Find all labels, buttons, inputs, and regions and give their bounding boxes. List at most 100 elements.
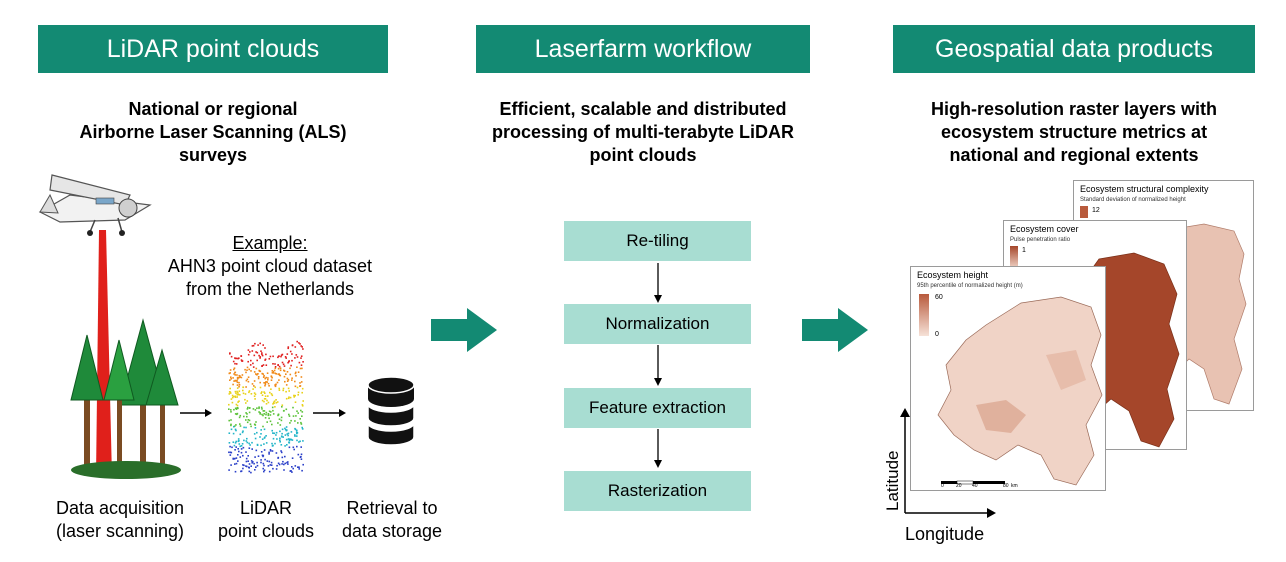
point-cloud-dot xyxy=(237,393,240,396)
point-cloud-dot xyxy=(247,406,249,409)
point-cloud-dot xyxy=(294,434,296,436)
point-cloud-dot xyxy=(239,423,241,425)
point-cloud-dot xyxy=(278,373,280,375)
database-icon xyxy=(367,376,415,446)
point-cloud-dot xyxy=(274,363,276,365)
map-netherlands-shape xyxy=(937,296,1103,486)
point-cloud-dot xyxy=(254,393,257,396)
header-label: Geospatial data products xyxy=(935,34,1213,63)
point-cloud-dot xyxy=(248,411,251,414)
point-cloud-dot xyxy=(297,422,299,424)
header-lidar-point-clouds: LiDAR point clouds xyxy=(38,25,388,73)
point-cloud-dot xyxy=(289,396,292,399)
point-cloud-dot xyxy=(296,445,298,448)
point-cloud-dot xyxy=(245,402,247,404)
point-cloud-dot xyxy=(242,467,244,470)
axis-label-latitude: Latitude xyxy=(883,450,902,512)
point-cloud-dot xyxy=(279,437,281,440)
point-cloud-dot xyxy=(237,460,239,462)
point-cloud-dot xyxy=(283,409,285,412)
point-cloud-dot xyxy=(273,402,275,404)
big-arrow-2-icon xyxy=(802,308,868,352)
point-cloud-dot xyxy=(259,381,261,384)
point-cloud-dot xyxy=(294,394,296,397)
point-cloud-dot xyxy=(279,367,282,370)
point-cloud-dot xyxy=(264,377,266,380)
point-cloud-dot xyxy=(235,363,238,365)
point-cloud-dot xyxy=(261,413,263,416)
point-cloud-dot xyxy=(245,460,248,463)
point-cloud-dot xyxy=(281,404,284,406)
point-cloud-dot xyxy=(266,381,268,383)
point-cloud-dot xyxy=(287,397,290,400)
point-cloud-dot xyxy=(270,393,273,395)
point-cloud-dot xyxy=(269,450,272,452)
point-cloud-dot xyxy=(268,460,271,463)
example-text: Example: AHN3 point cloud dataset from t… xyxy=(150,232,390,301)
point-cloud-dot xyxy=(277,462,280,465)
point-cloud-dot xyxy=(259,357,261,359)
point-cloud-dot xyxy=(248,470,251,473)
point-cloud-dot xyxy=(261,365,263,367)
point-cloud-dot xyxy=(268,470,271,473)
map-subtitle: Pulse penetration ratio xyxy=(1010,237,1071,243)
point-cloud-dot xyxy=(272,403,274,405)
point-cloud-dot xyxy=(229,451,232,454)
point-cloud-dot xyxy=(229,379,231,381)
point-cloud-dot xyxy=(269,420,272,423)
point-cloud-dot xyxy=(230,464,232,466)
point-cloud-dot xyxy=(285,438,288,441)
point-cloud-dot xyxy=(299,418,301,420)
point-cloud-dot xyxy=(251,462,253,464)
point-cloud-dot xyxy=(254,427,257,429)
point-cloud-dot xyxy=(251,350,254,352)
point-cloud-dot xyxy=(274,442,276,445)
point-cloud-dot xyxy=(263,374,265,377)
point-cloud-dot xyxy=(254,342,256,345)
point-cloud-dot xyxy=(241,431,244,434)
point-cloud-dot xyxy=(295,354,298,356)
point-cloud-dot xyxy=(232,457,234,460)
point-cloud-dot xyxy=(247,460,249,462)
point-cloud-dot xyxy=(261,372,263,375)
point-cloud-dot xyxy=(274,366,277,368)
point-cloud-dot xyxy=(241,443,244,445)
point-cloud-icon xyxy=(228,340,304,474)
caption-storage: Retrieval to data storage xyxy=(326,497,458,543)
step-label: Feature extraction xyxy=(588,398,726,417)
point-cloud-dot xyxy=(237,357,239,360)
point-cloud-dot xyxy=(300,458,303,460)
point-cloud-dot xyxy=(262,467,264,470)
point-cloud-dot xyxy=(247,380,250,383)
point-cloud-dot xyxy=(263,470,265,473)
point-cloud-dot xyxy=(296,439,298,442)
point-cloud-dot xyxy=(285,373,287,375)
point-cloud-dot xyxy=(256,431,258,434)
point-cloud-dot xyxy=(234,396,237,398)
point-cloud-dot xyxy=(284,380,286,383)
caption-line: Retrieval to xyxy=(346,498,438,518)
point-cloud-dot xyxy=(283,365,286,367)
point-cloud-dot xyxy=(296,429,298,432)
point-cloud-dot xyxy=(232,360,235,363)
point-cloud-dot xyxy=(294,465,297,467)
point-cloud-dot xyxy=(295,415,297,417)
point-cloud-dot xyxy=(254,469,256,471)
point-cloud-dot xyxy=(252,461,254,463)
point-cloud-dot xyxy=(291,466,293,468)
point-cloud-dot xyxy=(263,464,265,467)
point-cloud-dot xyxy=(271,370,274,372)
legend-swatch xyxy=(919,294,929,336)
point-cloud-dot xyxy=(295,371,297,374)
point-cloud-dot xyxy=(233,408,235,411)
point-cloud-dot xyxy=(236,374,238,376)
point-cloud-dot xyxy=(302,348,304,350)
point-cloud-dot xyxy=(291,353,293,355)
point-cloud-dot xyxy=(264,398,267,400)
step-re-tiling: Re-tiling xyxy=(564,221,751,261)
point-cloud-dot xyxy=(245,412,247,414)
point-cloud-dot xyxy=(261,394,264,396)
point-cloud-dot xyxy=(253,395,256,397)
point-cloud-dot xyxy=(287,346,290,348)
point-cloud-dot xyxy=(299,382,301,384)
